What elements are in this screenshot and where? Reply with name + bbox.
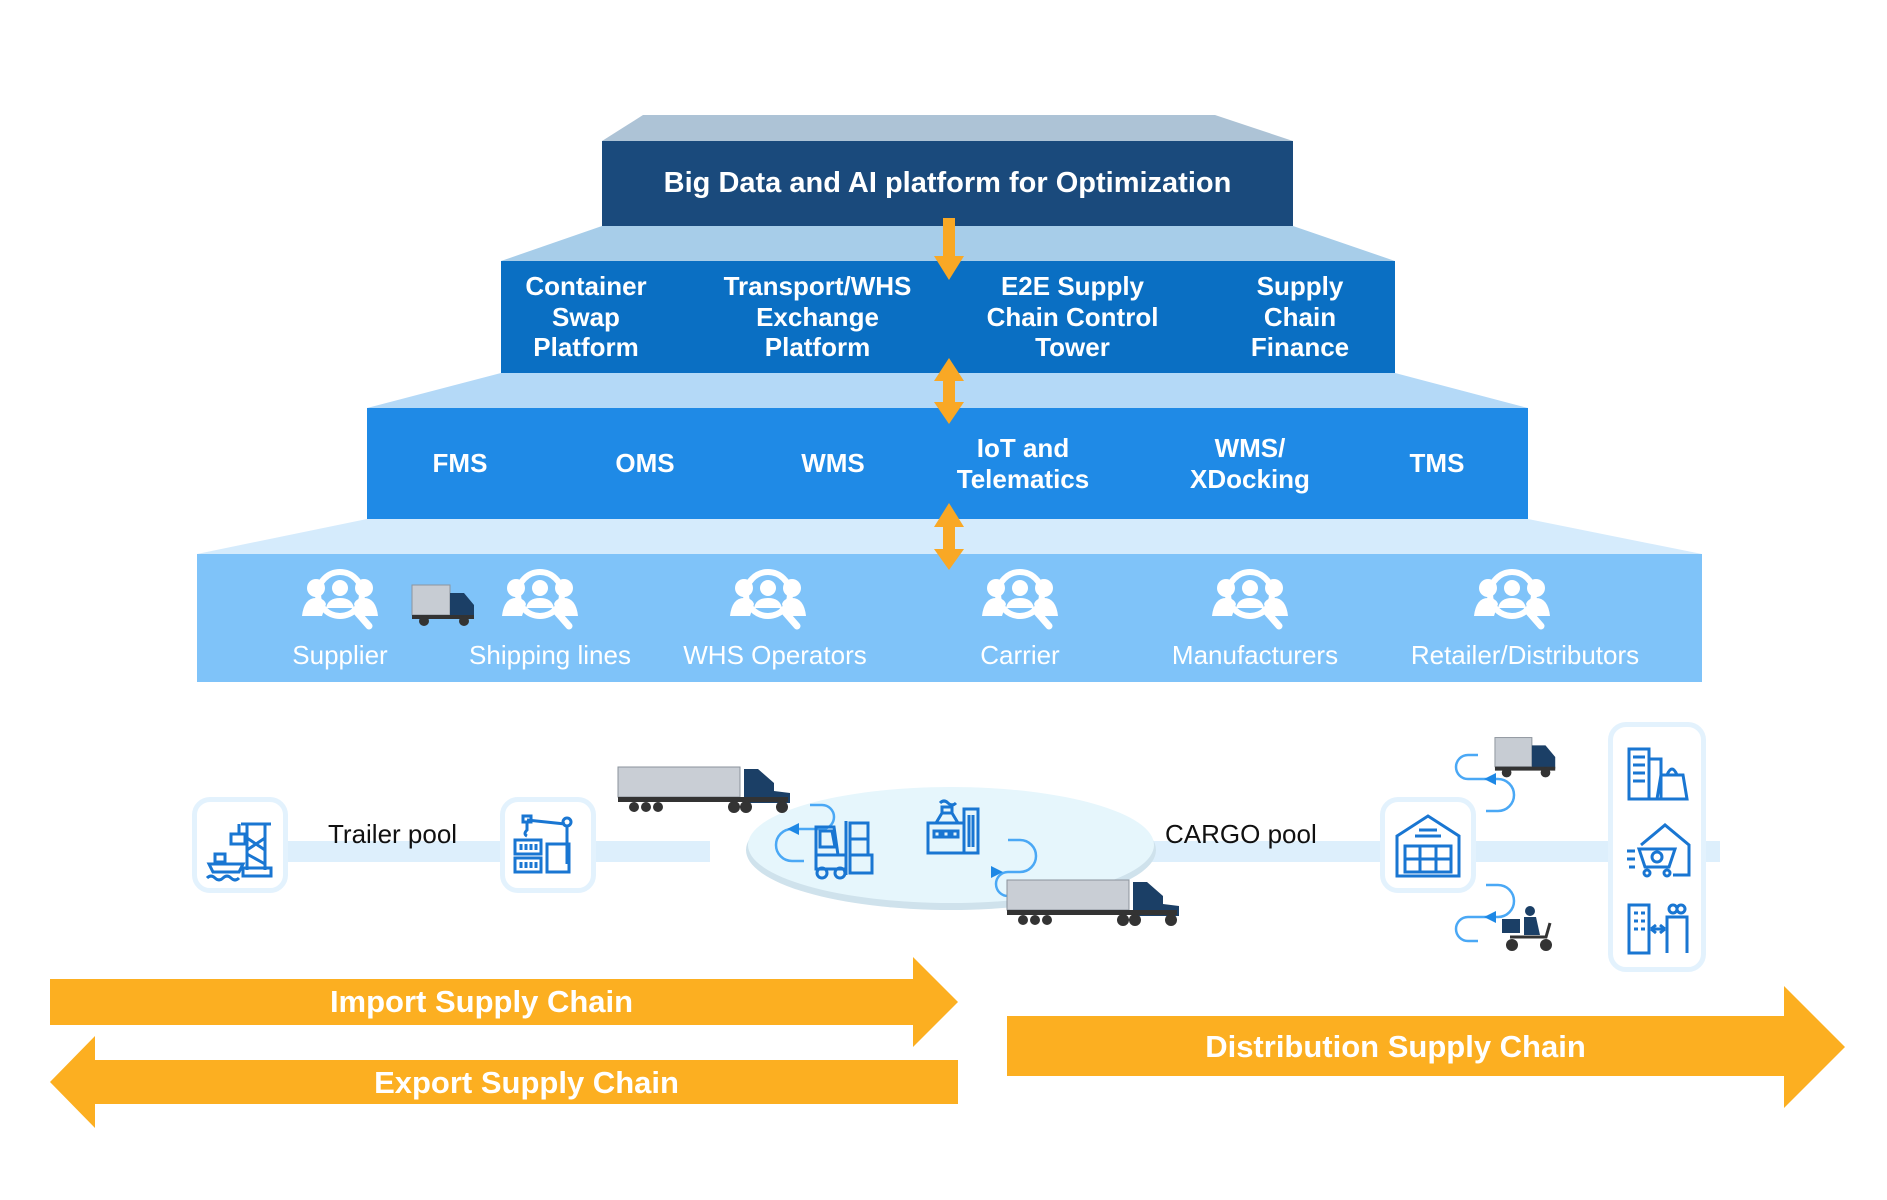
system-item-fms: FMS xyxy=(432,448,488,479)
retail-store-icon xyxy=(1627,747,1689,801)
port-node xyxy=(192,797,288,893)
systems-layer-face xyxy=(367,408,1528,519)
container-crane-icon xyxy=(513,814,573,874)
small-truck-icon xyxy=(411,584,474,626)
system-item-oms: OMS xyxy=(615,448,675,479)
export-supply-chain-label: Export Supply Chain xyxy=(374,1065,679,1100)
destinations-panel xyxy=(1608,722,1706,972)
top-layer-face xyxy=(602,141,1293,226)
user-search-icon xyxy=(982,569,1058,630)
stakeholder-icons xyxy=(302,569,1550,630)
system-item-wms: WMS xyxy=(801,448,865,479)
distribution-arrow xyxy=(1007,986,1845,1108)
loop-arrow-bottom-right xyxy=(1454,883,1516,943)
top-layer-title: Big Data and AI platform for Optimizatio… xyxy=(663,167,1232,200)
stakeholder-label-whs-operators: WHS Operators xyxy=(683,640,867,670)
port-crane-icon xyxy=(205,822,273,882)
stakeholder-label-shipping-lines: Shipping lines xyxy=(469,640,631,670)
forklift-icon xyxy=(814,821,874,880)
scooter-courier-icon xyxy=(1502,906,1552,951)
export-arrow xyxy=(50,1036,958,1128)
platform-layer-face xyxy=(501,261,1395,373)
trailer-pool-label: Trailer pool xyxy=(328,819,458,849)
semi-truck-bottom-icon xyxy=(1006,879,1179,926)
system-item-wms-xdocking: WMS/ XDocking xyxy=(1190,432,1310,494)
container-yard-node xyxy=(500,797,596,893)
user-search-icon xyxy=(302,569,378,630)
connector-arrow-bidirectional-1 xyxy=(934,358,964,424)
delivery-truck-icon xyxy=(1494,737,1556,778)
loop-arrow-right xyxy=(991,838,1038,898)
semi-truck-top-icon xyxy=(617,766,790,813)
platform-item-control-tower: E2E Supply Chain Control Tower xyxy=(986,270,1159,363)
pyramid-layers xyxy=(197,115,1702,682)
warehouse-node xyxy=(1380,797,1476,893)
home-delivery-icon xyxy=(1627,823,1691,878)
platform-item-supply-chain-finance: Supply Chain Finance xyxy=(1250,270,1350,363)
stakeholder-label-supplier: Supplier xyxy=(292,640,388,670)
platform-item-exchange: Transport/WHS Exchange Platform xyxy=(723,270,912,363)
connector-arrow-bidirectional-2 xyxy=(934,503,964,570)
loop-arrow-top-right xyxy=(1454,753,1516,813)
system-item-iot-telematics: IoT and Telematics xyxy=(956,432,1090,494)
connector-arrow-down xyxy=(934,218,964,280)
platform-item-container-swap: Container Swap Platform xyxy=(525,270,647,363)
user-search-icon xyxy=(502,569,578,630)
system-item-tms: TMS xyxy=(1409,448,1465,479)
user-search-icon xyxy=(730,569,806,630)
import-supply-chain-label: Import Supply Chain xyxy=(329,984,634,1019)
distribution-supply-chain-label: Distribution Supply Chain xyxy=(1205,1029,1586,1064)
loop-arrow-left xyxy=(774,803,836,863)
import-arrow xyxy=(50,957,958,1047)
top-layer-bevel xyxy=(602,115,1293,141)
office-distribution-icon xyxy=(1627,903,1689,955)
stakeholder-label-carrier: Carrier xyxy=(980,640,1060,670)
cargo-pool-label: CARGO pool xyxy=(1165,819,1317,849)
stakeholder-label-manufacturers: Manufacturers xyxy=(1171,640,1339,670)
warehouse-icon xyxy=(1395,814,1461,878)
flow-line-left xyxy=(280,841,710,862)
factory-icon xyxy=(926,799,980,855)
user-search-icon xyxy=(1212,569,1288,630)
stakeholder-label-retailer-distributors: Retailer/Distributors xyxy=(1410,640,1640,670)
user-search-icon xyxy=(1474,569,1550,630)
